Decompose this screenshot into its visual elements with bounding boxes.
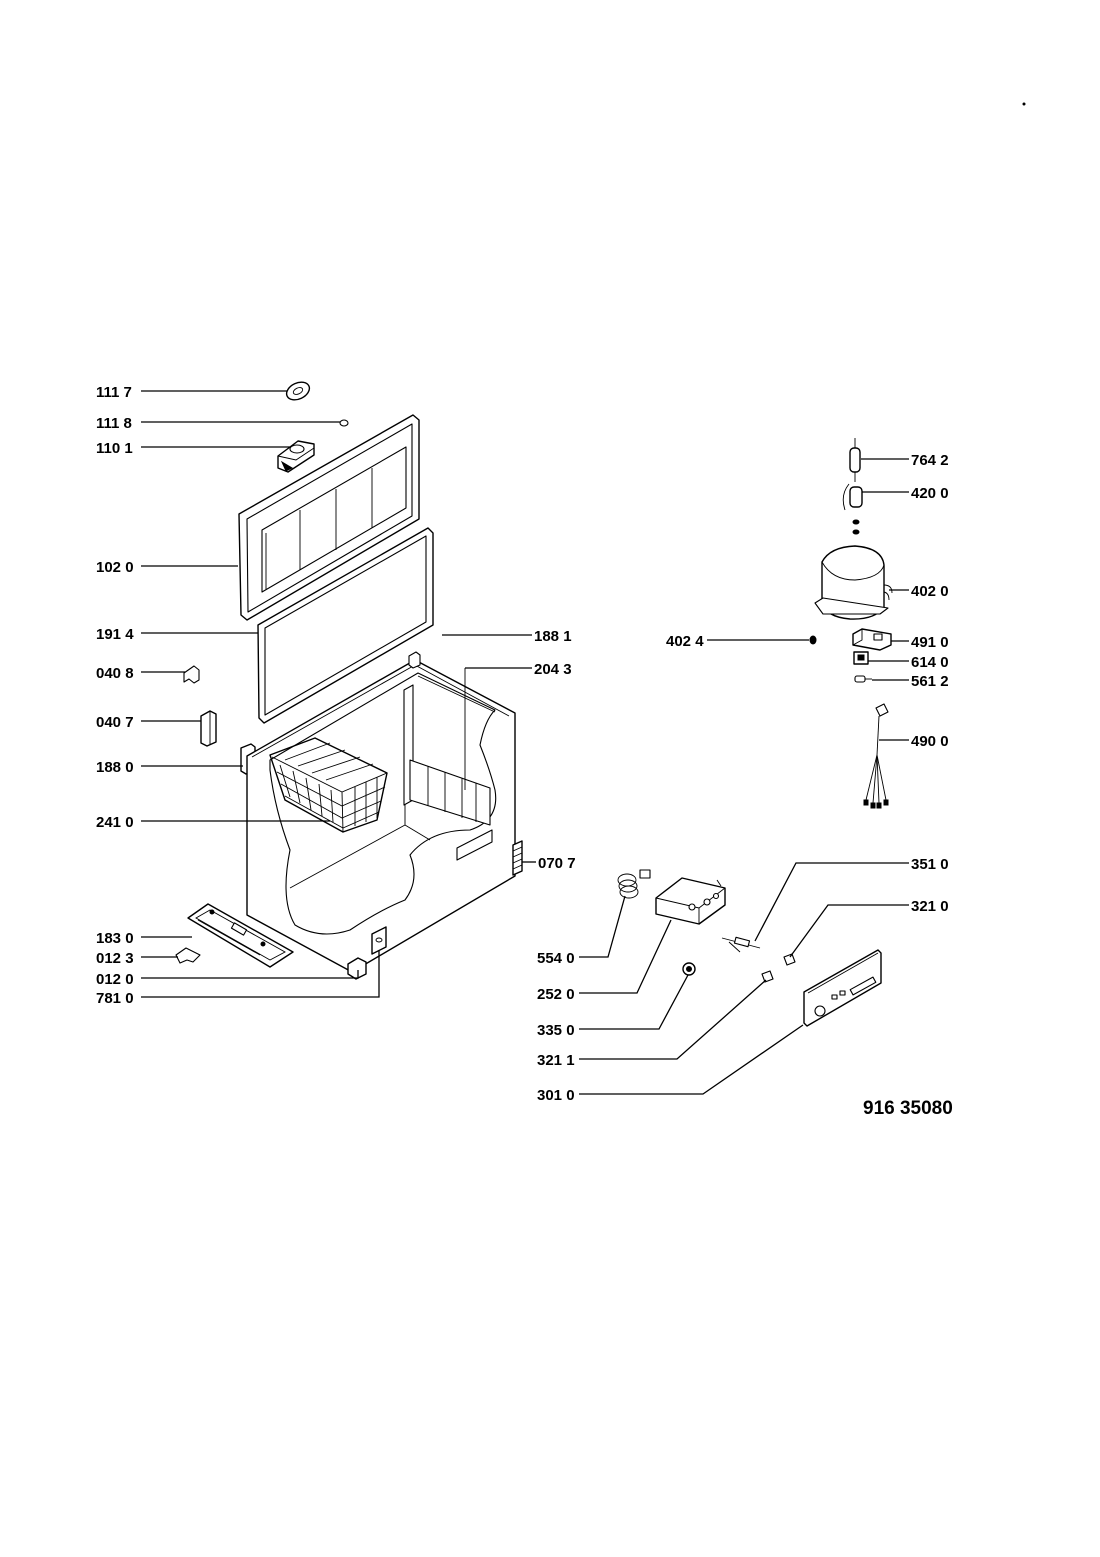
label-1101: 110 1 [96,440,133,457]
label-4900: 490 0 [911,733,949,750]
label-2520: 252 0 [537,986,575,1003]
part-6140-relay [853,651,869,665]
stray-dot [1022,102,1026,106]
leader-lines [141,390,909,1095]
label-2043: 204 3 [534,661,572,678]
part-0120-foot [347,957,367,980]
label-7810: 781 0 [96,990,134,1007]
part-4020-compressor [814,545,893,620]
part-labels: 111 7 111 8 110 1 102 0 191 4 040 8 040 … [96,384,953,1119]
label-7642: 764 2 [911,452,949,469]
label-0120: 012 0 [96,971,134,988]
label-5540: 554 0 [537,950,575,967]
label-3210: 321 0 [911,898,949,915]
part-5612-connector [854,675,872,683]
label-1881: 188 1 [534,628,572,645]
part-1914-gasket [257,527,434,724]
part-7642-drier [849,438,861,482]
part-3010-control-panel [803,949,882,1027]
label-4024: 402 4 [666,633,704,650]
part-0407-hinge-cover [200,710,217,747]
part-4200-capacitor [842,483,863,535]
part-2410-wire-basket [269,737,388,833]
label-1880: 188 0 [96,759,134,776]
label-1914: 191 4 [96,626,134,643]
label-1117: 111 7 [96,384,132,401]
label-3350: 335 0 [537,1022,575,1039]
label-6140: 614 0 [911,654,949,671]
part-1117-lock-ring [285,381,311,401]
part-1020-lid [238,414,420,621]
label-4910: 491 0 [911,634,949,651]
part-1830-base-plate [187,903,294,968]
part-0707-grille [512,840,523,876]
label-5612: 561 2 [911,673,949,690]
label-4020: 402 0 [911,583,949,600]
label-0123: 012 3 [96,950,134,967]
part-1101-lock-housing [277,440,315,473]
part-3510-lamp [721,936,761,953]
label-1830: 183 0 [96,930,134,947]
part-3210-indicator [783,953,796,966]
label-1118: 111 8 [96,415,132,432]
part-4024-grommet [809,635,817,645]
label-0707: 070 7 [538,855,576,872]
part-1881-hinge-right [408,651,421,669]
label-4200: 420 0 [911,485,949,502]
part-7810-plate [371,926,387,955]
label-1020: 102 0 [96,559,134,576]
part-4910-relay-cover [852,628,892,651]
label-3211: 321 1 [537,1052,575,1069]
part-5540-thermostat-coil [617,869,651,899]
part-4900-power-cord [863,703,889,809]
label-0407: 040 7 [96,714,134,731]
part-0123-small-bracket [175,947,201,964]
label-3010: 301 0 [537,1087,575,1104]
part-3350-knob [682,962,696,976]
label-2410: 241 0 [96,814,134,831]
label-0408: 040 8 [96,665,134,682]
label-3510: 351 0 [911,856,949,873]
part-2520-thermostat-box [655,877,726,925]
part-0408-bracket [183,665,200,684]
part-1118-pin [339,419,349,427]
part-3211-indicator [761,970,774,983]
document-number: 916 35080 [863,1098,953,1119]
